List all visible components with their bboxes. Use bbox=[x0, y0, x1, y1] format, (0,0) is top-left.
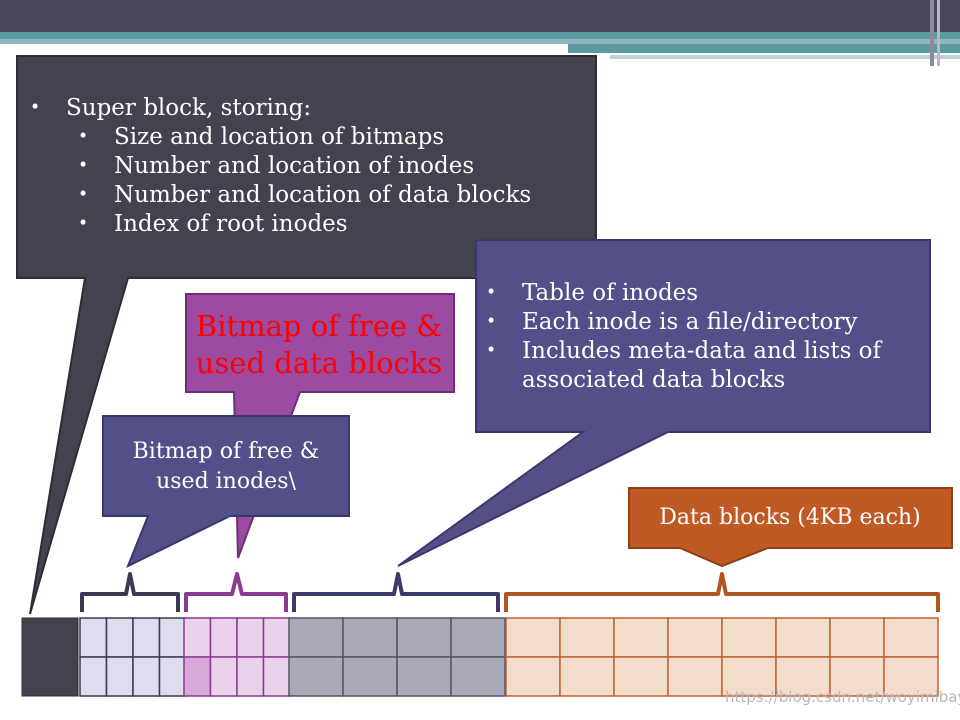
data-bitmap-line: used data blocks bbox=[195, 346, 443, 380]
inode-table-cell bbox=[450, 617, 506, 658]
data-block-cell bbox=[829, 656, 885, 697]
data-block-cell bbox=[721, 617, 777, 658]
data-bitmap-cell bbox=[262, 656, 291, 697]
inode-table-item: Table of inodes bbox=[486, 279, 881, 308]
inode-bitmap-cell bbox=[105, 617, 134, 658]
data-bitmap-cell bbox=[183, 617, 212, 658]
inode-bitmap-cell bbox=[105, 656, 134, 697]
inode-bitmap-cell bbox=[158, 656, 187, 697]
data-block-cell bbox=[829, 617, 885, 658]
data-bitmap-line: Bitmap of free & bbox=[195, 309, 443, 343]
data-blocks-label: Data blocks (4KB each) bbox=[659, 505, 921, 530]
super-block-item: Size and location of bitmaps bbox=[30, 123, 531, 152]
inode-bitmap-bracket bbox=[80, 572, 180, 612]
data-block-cell bbox=[667, 617, 723, 658]
data-block-cell bbox=[883, 617, 939, 658]
data-bitmap-cell bbox=[183, 656, 212, 697]
header-thin-stripe bbox=[610, 55, 960, 59]
inode-bitmap-callout bbox=[102, 415, 350, 569]
header-edge-line bbox=[930, 0, 934, 66]
data-blocks-bracket bbox=[504, 572, 940, 612]
inode-table-bracket bbox=[292, 572, 500, 612]
super-block-item: Index of root inodes bbox=[30, 210, 531, 239]
data-block-cell bbox=[613, 617, 669, 658]
data-block-cell bbox=[505, 617, 561, 658]
superblock-cell bbox=[21, 617, 79, 697]
header-edge-line-2 bbox=[937, 0, 940, 66]
inode-table-cell bbox=[396, 617, 452, 658]
inode-table-cell bbox=[342, 656, 398, 697]
data-blocks-callout bbox=[628, 487, 953, 568]
inode-table-text: Table of inodes Each inode is a file/dir… bbox=[486, 279, 881, 395]
super-block-heading: Super block, storing: bbox=[30, 94, 531, 123]
inode-table-item: Each inode is a file/directory bbox=[486, 308, 881, 337]
watermark-url: https://blog.csdn.net/woyimibayi bbox=[725, 688, 960, 706]
header-bar bbox=[0, 0, 960, 32]
data-bitmap-label: Bitmap of free & used data blocks bbox=[192, 308, 446, 382]
data-block-cell bbox=[505, 656, 561, 697]
data-bitmap-cell bbox=[209, 656, 238, 697]
data-block-cell bbox=[559, 617, 615, 658]
inode-bitmap-cell bbox=[79, 617, 108, 658]
inode-bitmap-line: used inodes\ bbox=[156, 469, 296, 494]
data-block-cell bbox=[883, 656, 939, 697]
data-block-cell bbox=[559, 656, 615, 697]
data-bitmap-cell bbox=[262, 617, 291, 658]
inode-table-cell bbox=[342, 617, 398, 658]
inode-table-cell bbox=[288, 656, 344, 697]
data-block-cell bbox=[667, 656, 723, 697]
data-bitmap-bracket bbox=[184, 572, 288, 612]
inode-table-cell bbox=[450, 656, 506, 697]
inode-table-cell bbox=[288, 617, 344, 658]
data-bitmap-cell bbox=[236, 617, 265, 658]
super-block-text: Super block, storing: Size and location … bbox=[30, 94, 531, 239]
inode-table-cell bbox=[396, 656, 452, 697]
inode-bitmap-label: Bitmap of free & used inodes\ bbox=[112, 437, 340, 497]
data-block-cell bbox=[613, 656, 669, 697]
data-block-cell bbox=[775, 656, 831, 697]
inode-bitmap-cell bbox=[79, 656, 108, 697]
inode-bitmap-line: Bitmap of free & bbox=[132, 439, 320, 464]
header-light-stripe bbox=[0, 39, 960, 44]
inode-table-item-continued: associated data blocks bbox=[522, 367, 786, 393]
inode-bitmap-cell bbox=[158, 617, 187, 658]
data-bitmap-cell bbox=[236, 656, 265, 697]
data-block-cell bbox=[775, 617, 831, 658]
inode-table-item: Includes meta-data and lists of bbox=[486, 337, 881, 366]
super-block-item: Number and location of data blocks bbox=[30, 181, 531, 210]
data-block-cell bbox=[721, 656, 777, 697]
storage-cells bbox=[79, 617, 939, 697]
data-bitmap-cell bbox=[209, 617, 238, 658]
inode-bitmap-cell bbox=[132, 617, 161, 658]
inode-bitmap-cell bbox=[132, 656, 161, 697]
super-block-item: Number and location of inodes bbox=[30, 152, 531, 181]
header-right-stripe bbox=[568, 44, 960, 53]
header-accent-stripe bbox=[0, 32, 960, 39]
